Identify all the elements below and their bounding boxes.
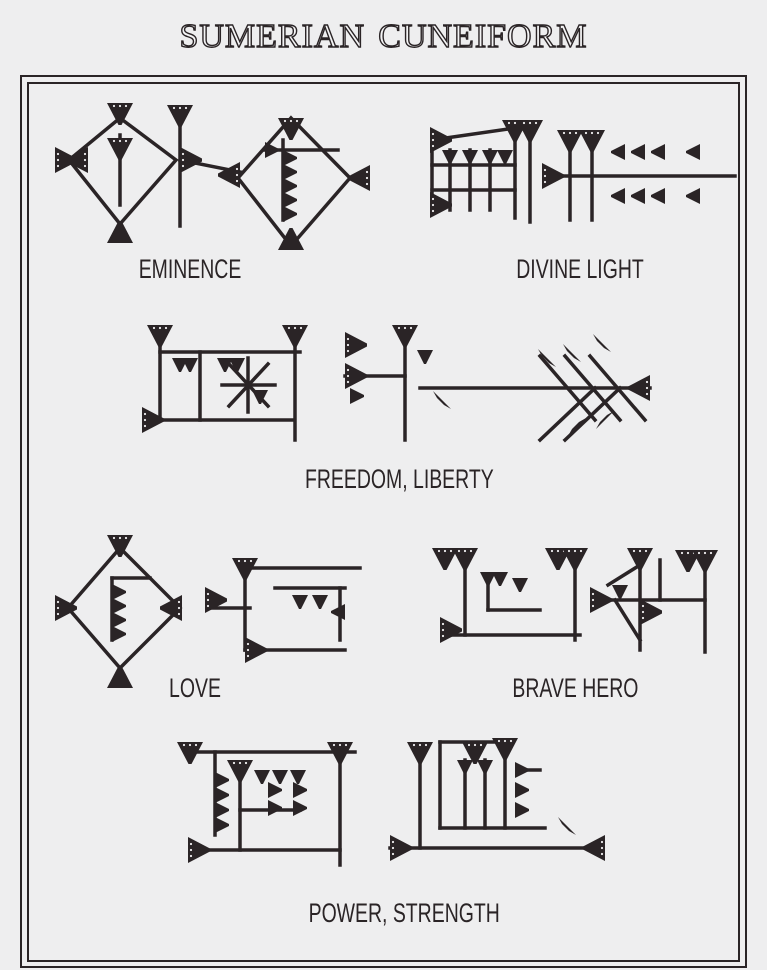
freedom-liberty-wedges (142, 325, 650, 441)
outer-frame (20, 75, 747, 968)
sign-label-eminence: EMINENCE (138, 254, 242, 284)
sign-label-love: LOVE (169, 673, 221, 703)
sign-label-power-strength: POWER, STRENGTH (308, 898, 500, 928)
sign-freedom-liberty-glyph (143, 330, 652, 443)
sign-power-strength-glyph (188, 740, 592, 867)
sign-eminence-glyph (66, 106, 353, 249)
eminence-wedges (55, 103, 370, 250)
sign-label-freedom-liberty: FREEDOM, LIBERTY (305, 464, 494, 494)
inner-frame (27, 82, 740, 962)
sign-label-divine-light: DIVINE LIGHT (516, 254, 644, 284)
love-wedges (55, 535, 345, 688)
poster-title: Sumerian Cuneiform (179, 2, 588, 58)
sign-label-brave-hero: BRAVE HERO (512, 673, 639, 703)
sign-divine-light-glyph (430, 123, 737, 224)
